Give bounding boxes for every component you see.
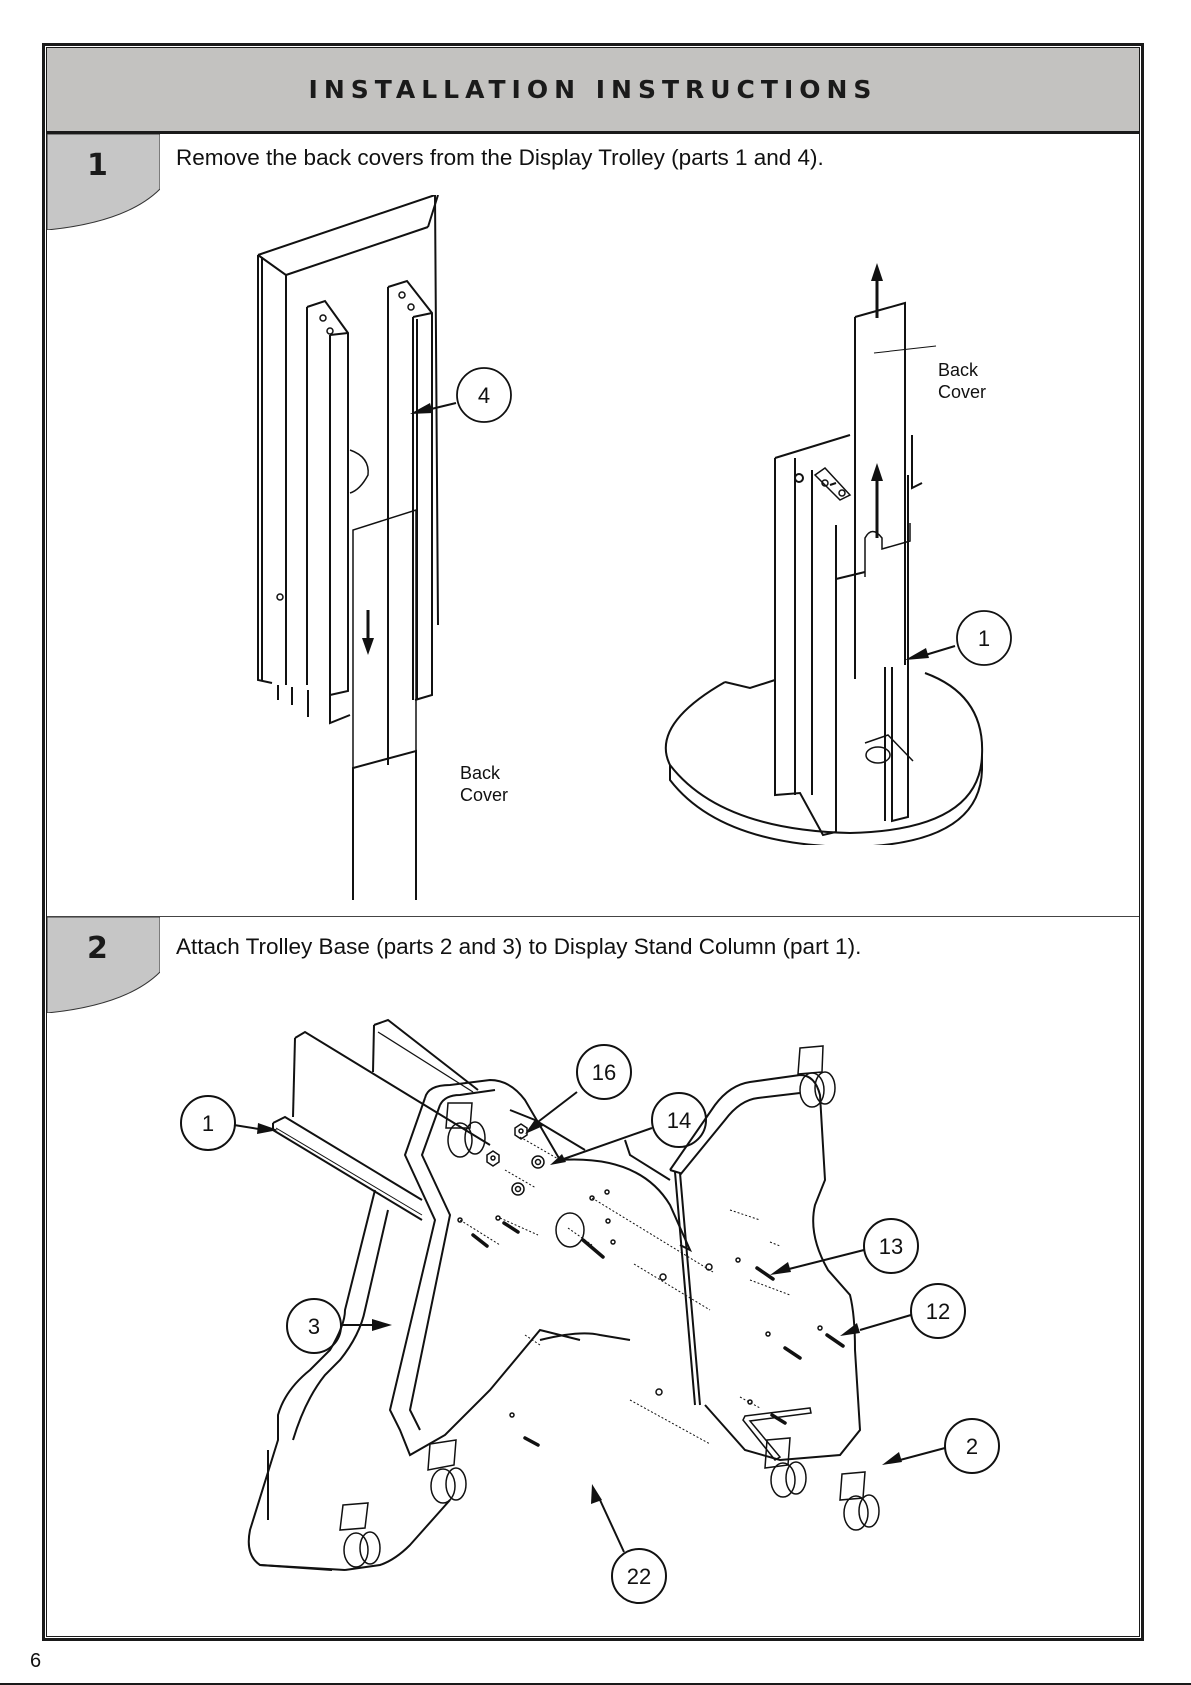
callout-1: 1 — [978, 626, 990, 651]
base-disc — [666, 673, 982, 833]
callout-16: 16 — [592, 1060, 616, 1085]
step-1-left-illustration: 4 Back Cover — [230, 195, 560, 900]
step-2-instruction: Attach Trolley Base (parts 2 and 3) to D… — [176, 934, 861, 960]
page-number: 6 — [30, 1650, 41, 1673]
callout-2: 2 — [966, 1434, 978, 1459]
callout-22: 22 — [627, 1564, 651, 1589]
callout-4: 4 — [478, 383, 490, 408]
step-2-illustration: 1 16 14 13 3 12 2 22 — [160, 1010, 1050, 1610]
callout-13: 13 — [879, 1234, 903, 1259]
header-title: INSTALLATION INSTRUCTIONS — [309, 75, 878, 104]
trolley-panel-edge — [258, 255, 272, 683]
callout-3: 3 — [308, 1314, 320, 1339]
step-2-badge: 2 — [47, 917, 160, 1011]
step-1-number: 1 — [87, 148, 108, 183]
left-back-cover-label-line1: Back — [460, 763, 501, 783]
step-1-right-illustration: Back Cover 1 — [660, 255, 1030, 845]
callout-1: 1 — [202, 1111, 214, 1136]
step-1-badge: 1 — [47, 134, 160, 228]
instructions-header: INSTALLATION INSTRUCTIONS — [47, 48, 1139, 134]
step-1-instruction: Remove the back covers from the Display … — [176, 145, 824, 171]
right-back-cover-label-line2: Cover — [938, 382, 986, 402]
step-2-number: 2 — [87, 931, 108, 966]
right-back-cover-label-line1: Back — [938, 360, 979, 380]
callout-14: 14 — [667, 1108, 691, 1133]
step-divider — [47, 916, 1139, 917]
callout-12: 12 — [926, 1299, 950, 1324]
left-back-cover-label-line2: Cover — [460, 785, 508, 805]
